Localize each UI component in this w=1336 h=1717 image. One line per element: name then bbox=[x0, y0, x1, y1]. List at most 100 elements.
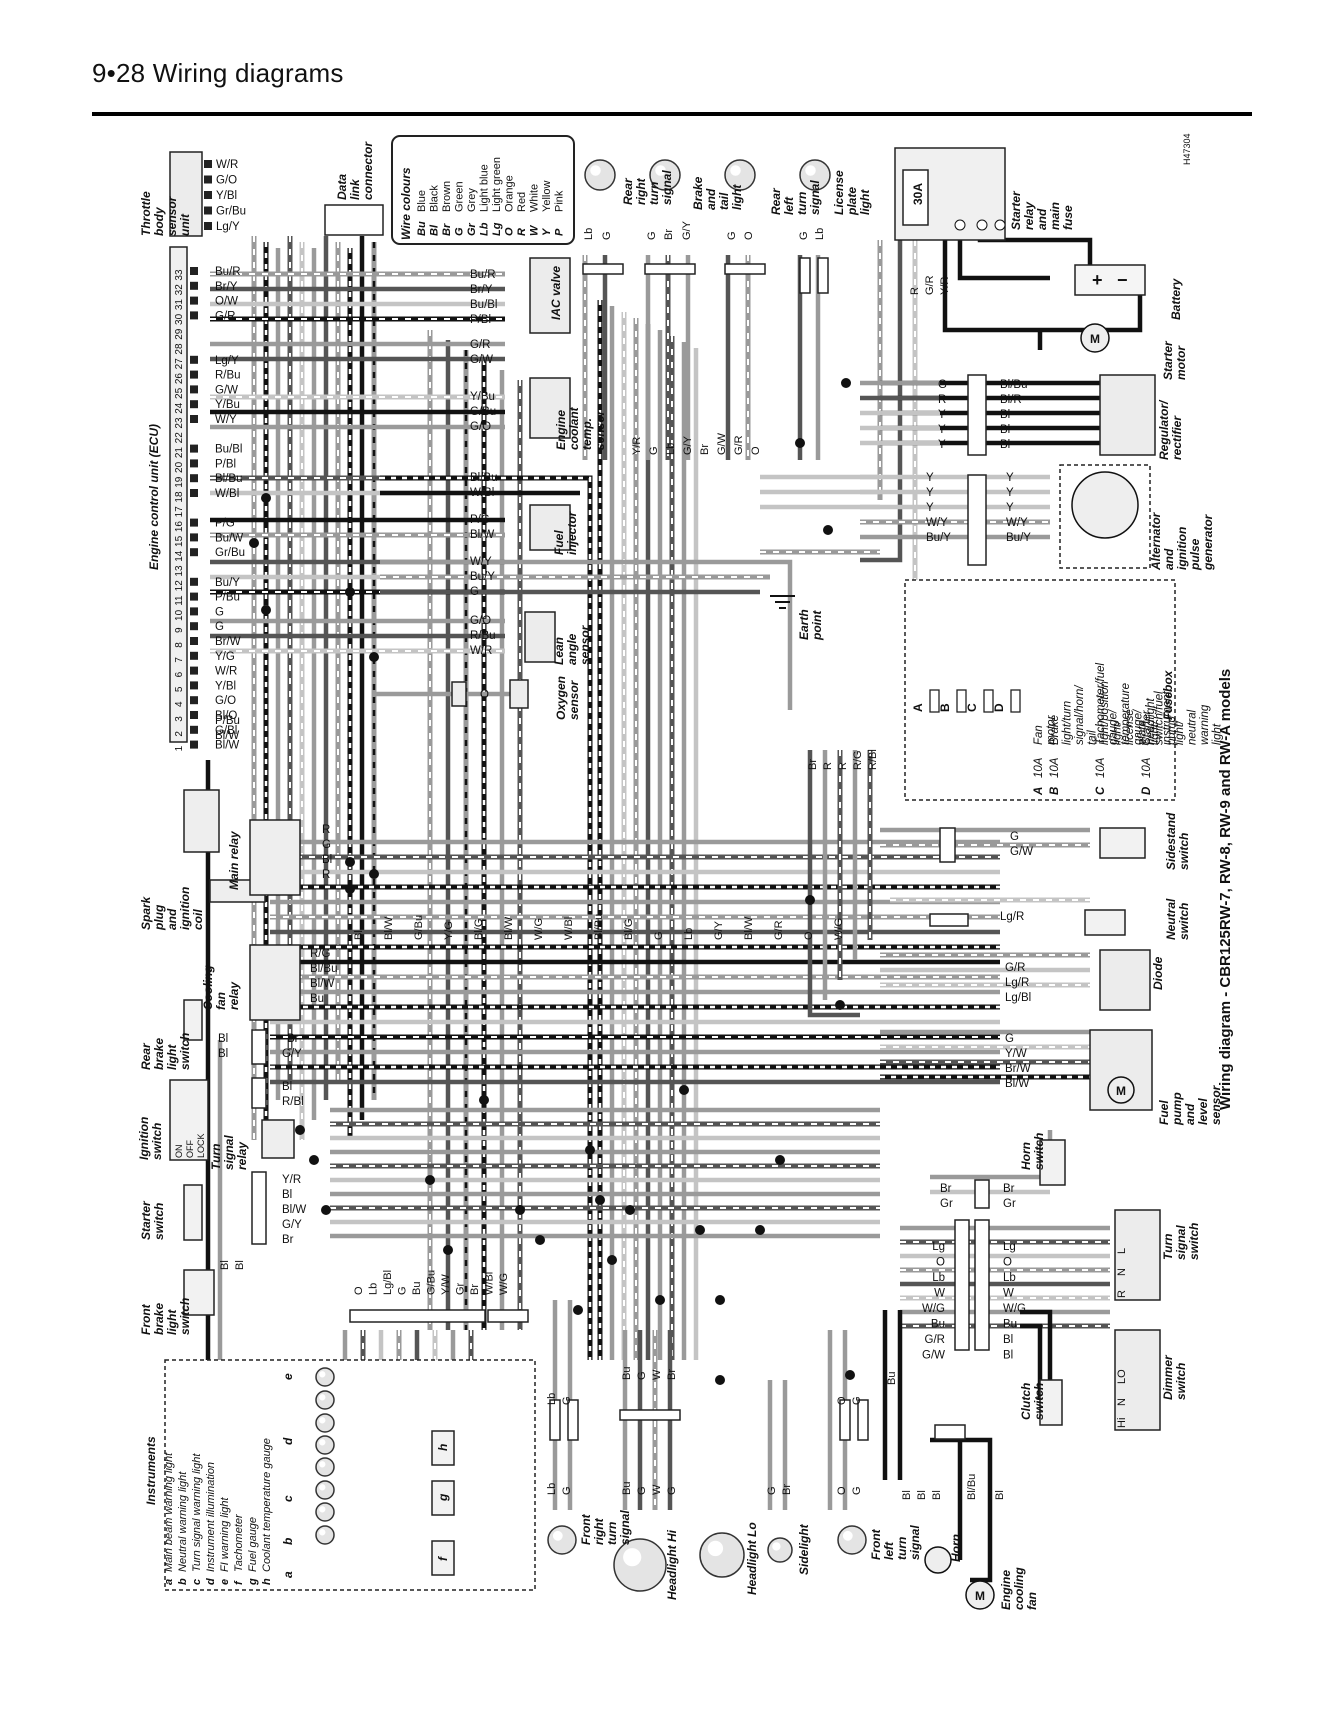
wire-label: W/R bbox=[470, 645, 492, 657]
wire-label: Engine bbox=[554, 410, 568, 450]
ignition-switch bbox=[169, 1079, 209, 1161]
instrument-bulb-highlight bbox=[319, 1529, 326, 1536]
fuse-letter: D bbox=[992, 703, 1006, 712]
wire-label: Bl bbox=[994, 1490, 1006, 1500]
wire-label: body bbox=[152, 206, 166, 236]
wire-label: cooling bbox=[1012, 1567, 1026, 1610]
wire-label: signal bbox=[1174, 1225, 1188, 1260]
ecu-pin-number: 12 bbox=[174, 580, 185, 592]
wire-label: Bl/W bbox=[215, 730, 239, 742]
instrument-letter: a bbox=[281, 1571, 295, 1578]
wire-label: G bbox=[653, 931, 665, 940]
wire-junction bbox=[655, 1295, 665, 1305]
wire bbox=[380, 559, 793, 710]
legend-code: R bbox=[516, 228, 528, 236]
wire-label: Fusebox bbox=[1161, 669, 1175, 720]
ecu-pin-wire: Bu/W bbox=[215, 532, 243, 544]
wire-junction bbox=[679, 1085, 689, 1095]
headlight-lo-bulb bbox=[699, 1532, 745, 1578]
wire-junction bbox=[841, 378, 851, 388]
wire-label: Bu bbox=[310, 993, 324, 1005]
ecu-pin-wire: G/O bbox=[215, 695, 236, 707]
wire-label: tail bbox=[717, 192, 731, 210]
neutral-switch bbox=[1084, 909, 1126, 936]
wire-label: sensor bbox=[165, 195, 179, 236]
ecu-pin-terminal bbox=[190, 296, 198, 305]
wire-label: Bu/Y bbox=[470, 571, 495, 583]
wire-label: Bl/R bbox=[1000, 394, 1022, 406]
ecu-pin-number: 9 bbox=[174, 627, 185, 633]
wire-junction bbox=[515, 1205, 525, 1215]
legend-title: Wire colours bbox=[399, 167, 413, 240]
ecu-pin-terminal bbox=[190, 651, 198, 660]
lower-connector bbox=[349, 1309, 486, 1323]
lean-angle-sensor bbox=[524, 611, 556, 663]
wire-label: Spark bbox=[139, 895, 153, 930]
wire-label: Lb bbox=[1003, 1272, 1016, 1284]
legend-name: Brown bbox=[441, 181, 453, 212]
ecu-pin-number: 7 bbox=[174, 657, 185, 663]
battery bbox=[1074, 264, 1146, 296]
wire-label: Br bbox=[282, 1234, 294, 1246]
wire-label: temp. bbox=[580, 418, 594, 450]
wire-label: W/G bbox=[533, 918, 545, 940]
ecu-pin-number: 28 bbox=[174, 343, 185, 355]
wire-label: Bl bbox=[1000, 409, 1010, 421]
wire-label: Tachometer bbox=[233, 1513, 245, 1572]
lower-connector-b bbox=[487, 1309, 529, 1323]
wire-label: switch bbox=[1032, 1133, 1046, 1170]
wire-label: Engine bbox=[999, 1570, 1013, 1610]
motor-glyph: M bbox=[975, 1589, 985, 1603]
wire-label: Bu bbox=[886, 1372, 898, 1385]
throttle-pin-wire: G/O bbox=[216, 175, 237, 187]
wire-label: generator bbox=[1201, 513, 1215, 571]
legend-name: White bbox=[529, 184, 541, 212]
wire-label: Y/W bbox=[440, 1274, 452, 1295]
wire-label: Lb bbox=[546, 1483, 558, 1495]
ecu-pin-terminal bbox=[190, 370, 198, 379]
wire-label: Bu bbox=[621, 1367, 633, 1380]
wire-label: Ignition bbox=[137, 1117, 151, 1160]
wire-label: h bbox=[261, 1578, 273, 1585]
wire-label: G bbox=[561, 1396, 573, 1405]
wire-label: signal bbox=[908, 1525, 922, 1560]
wire-label: and bbox=[165, 908, 179, 930]
wire-label: switch bbox=[152, 1203, 166, 1240]
rear-left-turn-bulb-highlight bbox=[730, 165, 741, 176]
wire-label: C bbox=[1095, 786, 1107, 795]
wire-label: injector bbox=[565, 510, 579, 555]
neutral-connector bbox=[929, 913, 969, 927]
wire-label: O bbox=[750, 446, 762, 455]
wire-label: Bl bbox=[282, 1081, 292, 1093]
gauge-g bbox=[431, 1480, 455, 1516]
wire-label: Main relay bbox=[227, 830, 241, 890]
ecu-pin-wire: P/Bl bbox=[215, 458, 236, 470]
wire-label: Bl/G bbox=[623, 919, 635, 940]
front-left-fuse-b bbox=[857, 1399, 869, 1441]
throttle-pin bbox=[204, 191, 212, 199]
legend-name: Grey bbox=[466, 188, 478, 212]
main-relay bbox=[249, 819, 301, 896]
wire-label: G bbox=[322, 839, 331, 851]
wire-label: Y bbox=[926, 487, 934, 499]
ecu-pin-number: 11 bbox=[174, 595, 185, 606]
wire-label: R/Bu bbox=[470, 630, 496, 642]
ignition-position: LOCK bbox=[196, 1133, 206, 1158]
wire bbox=[1020, 1323, 1043, 1400]
legend-name: Pink bbox=[554, 190, 566, 212]
ecu-pin-number: 17 bbox=[174, 506, 185, 518]
wire-label: Y/W bbox=[1005, 1048, 1027, 1060]
front-right-fuse bbox=[549, 1399, 561, 1441]
wire bbox=[860, 240, 903, 563]
wire-label: P/Bu bbox=[215, 715, 240, 727]
wire-label: Rear bbox=[769, 187, 783, 215]
ecu-pin-number: 8 bbox=[174, 642, 185, 648]
figure-id: H47304 bbox=[1182, 133, 1192, 165]
wire-label: Brake bbox=[691, 176, 705, 210]
wire-label: G/Y bbox=[282, 1048, 302, 1060]
instrument-bulb bbox=[315, 1413, 335, 1433]
wire-label: FI warning light bbox=[219, 1496, 231, 1572]
ecu-pin-terminal bbox=[190, 637, 198, 645]
wire-label: Tachometer/fuel bbox=[1095, 663, 1107, 745]
wire-label: Starter bbox=[139, 1200, 153, 1240]
